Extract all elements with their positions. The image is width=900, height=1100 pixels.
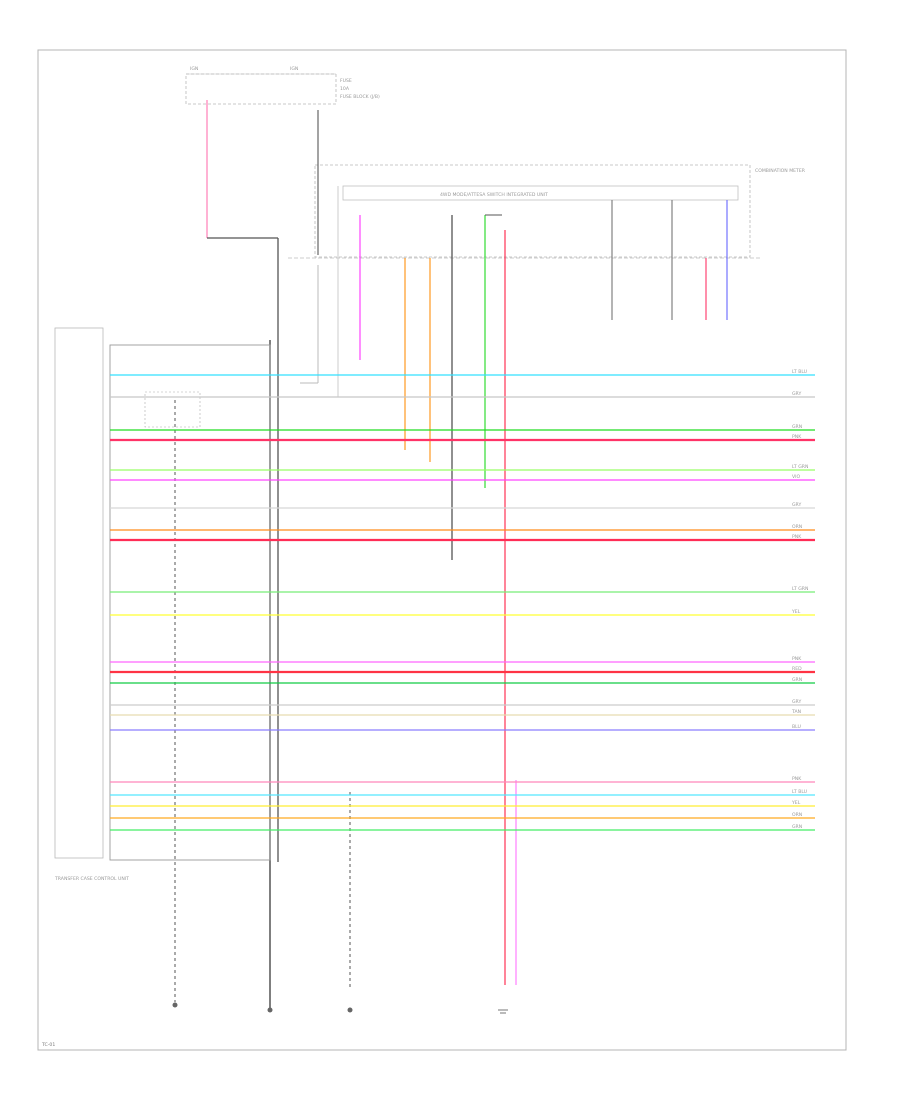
wire-tag-3: GRN [792,424,802,430]
module-title: TRANSFER CASE CONTROL UNIT [54,876,129,882]
wire-tag-20: YEL [791,800,801,806]
wire-tag-13: RED [792,666,802,672]
wire-tag-10: LT GRN [792,586,808,592]
wire-tag-15: GRY [792,699,801,705]
trunk-wires [174,100,728,1010]
svg-text:FUSE: FUSE [340,78,352,84]
wire-tag-19: LT BLU [792,789,807,795]
wire-tag-21: ORN [792,812,802,818]
wire-tag-17: BLU [792,724,801,730]
wire-tag-4: PNK [792,434,802,440]
wire-tag-14: GRN [792,677,802,683]
control-unit-block: TRANSFER CASE CONTROL UNIT [54,327,271,882]
wire-tag-22: GRN [792,824,802,830]
wire-tag-7: GRY [792,502,801,508]
wire-tag-1: LT BLU [792,369,807,375]
wire-tag-9: PNK [792,534,802,540]
top-fuse-boxes: IGN IGN FUSE 10A FUSE BLOCK (J/B) [185,66,380,105]
combination-meter-label: COMBINATION METER [755,168,806,174]
wire-tag-8: ORN [792,524,802,530]
ground-symbols [172,1002,508,1014]
svg-text:IGN: IGN [290,66,298,72]
wire-tag-16: TAN [791,709,801,715]
wire-tag-18: PNK [792,776,802,782]
svg-text:IGN: IGN [190,66,198,72]
svg-text:FUSE BLOCK (J/B): FUSE BLOCK (J/B) [340,94,380,100]
wire-tag-12: PNK [792,656,802,662]
svg-text:10A: 10A [340,86,350,92]
wire-tag-11: YEL [791,609,801,615]
diagram-frame [37,49,847,1051]
wire-tag-2: GRY [792,391,801,397]
combination-meter-box: COMBINATION METER 4WD MODE/ATTESA SWITCH… [288,164,806,259]
bus-title: 4WD MODE/ATTESA SWITCH INTEGRATED UNIT [440,192,548,198]
wire-tag-6: VIO [792,474,800,480]
footer-code: TC-01 [41,1042,55,1048]
signal-wires: LT BLU GRY GRN PNK LT GRN VIO GRY ORN PNK LT GRN Y… [110,369,815,831]
wire-tag-5: LT GRN [792,464,808,470]
